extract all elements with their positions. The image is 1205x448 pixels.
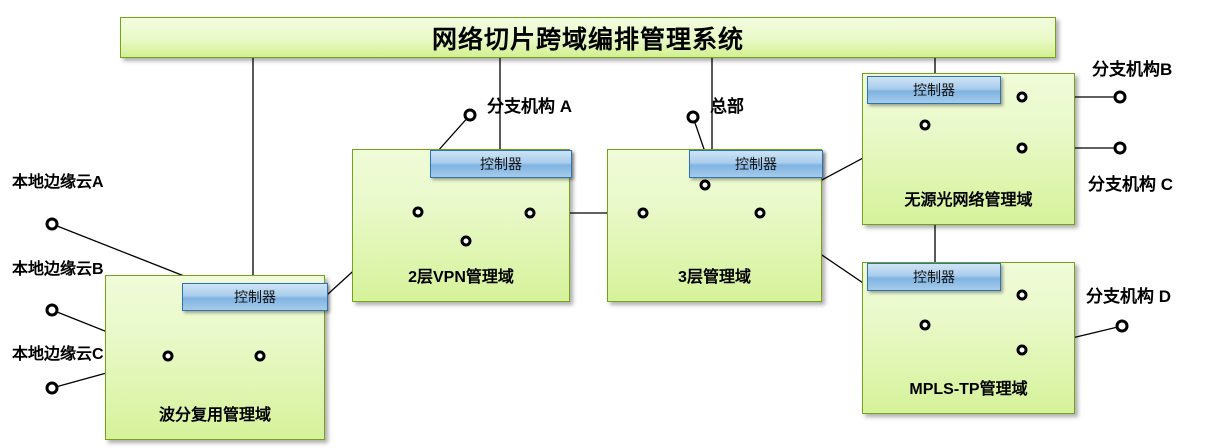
controller-l2vpn[interactable]: 控制器 bbox=[430, 150, 572, 178]
node-pon-1[interactable] bbox=[919, 119, 931, 131]
domain-label-l3: 3层管理域 bbox=[678, 269, 751, 286]
node-branch-a[interactable] bbox=[463, 108, 477, 122]
label-edge-cloud-b: 本地边缘云B bbox=[12, 261, 104, 278]
label-branch-c: 分支机构 C bbox=[1088, 175, 1173, 194]
system-title-panel: 网络切片跨域编排管理系统 bbox=[120, 17, 1056, 58]
label-branch-b: 分支机构B bbox=[1092, 60, 1173, 79]
node-l3-1[interactable] bbox=[637, 207, 649, 219]
controller-pon[interactable]: 控制器 bbox=[867, 76, 1001, 104]
node-branch-d[interactable] bbox=[1115, 319, 1129, 333]
controller-pon-label: 控制器 bbox=[913, 82, 955, 98]
node-edge-cloud-b[interactable] bbox=[45, 303, 59, 317]
domain-label-l2vpn: 2层VPN管理域 bbox=[408, 269, 514, 286]
controller-mpls-label: 控制器 bbox=[913, 269, 955, 285]
label-branch-d: 分支机构 D bbox=[1086, 287, 1171, 306]
label-edge-cloud-a: 本地边缘云A bbox=[12, 174, 104, 191]
node-edge-cloud-a[interactable] bbox=[45, 217, 59, 231]
controller-mpls[interactable]: 控制器 bbox=[867, 263, 1001, 291]
node-wdm-1[interactable] bbox=[162, 350, 174, 362]
node-pon-3[interactable] bbox=[1016, 142, 1028, 154]
node-l2vpn-2[interactable] bbox=[524, 207, 536, 219]
domain-label-wdm: 波分复用管理域 bbox=[158, 407, 271, 424]
page-title: 网络切片跨域编排管理系统 bbox=[431, 25, 744, 54]
node-l2vpn-1[interactable] bbox=[412, 206, 424, 218]
node-branch-c[interactable] bbox=[1113, 141, 1127, 155]
link-branchA-to-l2vpn-ctrl bbox=[436, 114, 471, 153]
label-headquarters: 总部 bbox=[710, 97, 744, 116]
controller-l3[interactable]: 控制器 bbox=[689, 150, 823, 178]
controller-l2vpn-label: 控制器 bbox=[480, 156, 522, 172]
controller-wdm-label: 控制器 bbox=[234, 289, 276, 305]
controller-wdm[interactable]: 控制器 bbox=[182, 283, 328, 311]
node-mpls-2[interactable] bbox=[1016, 289, 1028, 301]
node-edge-cloud-c[interactable] bbox=[45, 381, 59, 395]
node-l3-3[interactable] bbox=[754, 207, 766, 219]
node-pon-2[interactable] bbox=[1016, 91, 1028, 103]
node-l3-2[interactable] bbox=[699, 179, 711, 191]
node-mpls-1[interactable] bbox=[919, 319, 931, 331]
domain-label-mpls: MPLS-TP管理域 bbox=[909, 381, 1028, 398]
node-l2vpn-3[interactable] bbox=[460, 235, 472, 247]
label-branch-a: 分支机构 A bbox=[487, 97, 572, 116]
domain-label-pon: 无源光网络管理域 bbox=[904, 192, 1033, 209]
node-headquarters[interactable] bbox=[686, 110, 700, 124]
label-edge-cloud-c: 本地边缘云C bbox=[12, 346, 104, 363]
controller-l3-label: 控制器 bbox=[735, 156, 777, 172]
node-branch-b[interactable] bbox=[1113, 90, 1127, 104]
node-wdm-2[interactable] bbox=[254, 350, 266, 362]
node-mpls-3[interactable] bbox=[1016, 344, 1028, 356]
